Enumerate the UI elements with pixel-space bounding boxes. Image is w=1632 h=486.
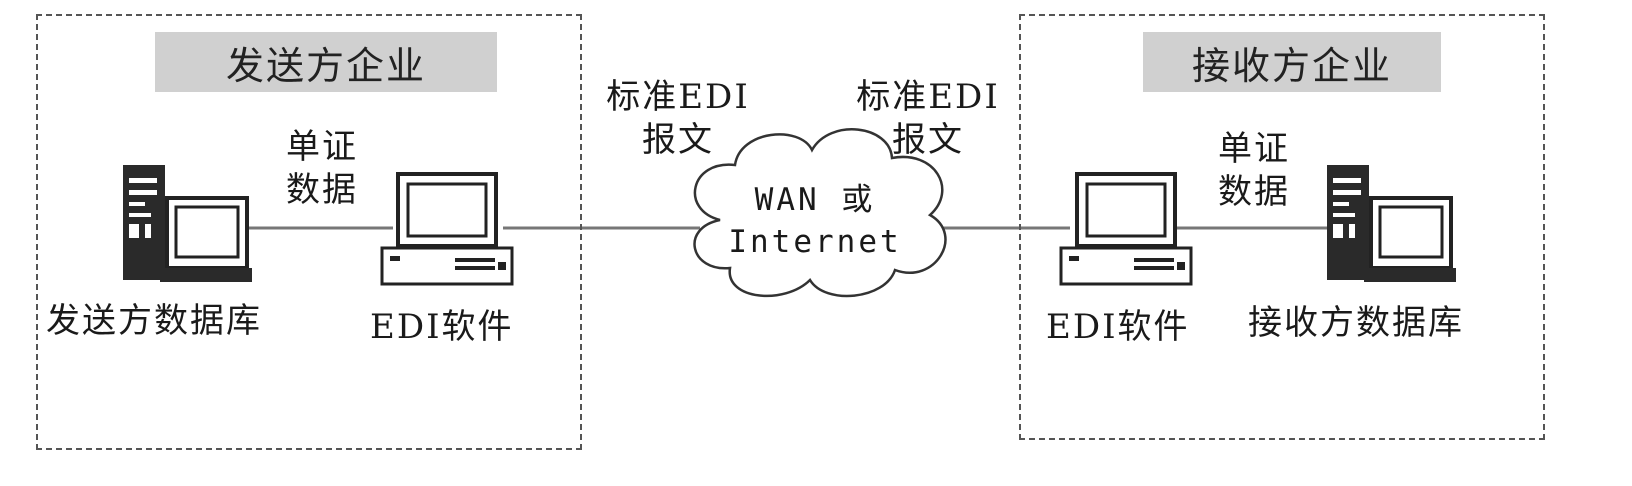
left-standard-edi-message-label: 标准EDI 报文	[588, 76, 768, 161]
receiver-database-label: 接收方数据库	[1248, 303, 1464, 343]
cloud-label-line2: Internet	[728, 223, 902, 260]
sender-database-computer-icon	[123, 165, 252, 282]
receiver-document-data-line1: 单证	[1218, 129, 1290, 169]
sender-document-data-line1: 单证	[286, 127, 358, 167]
receiver-edi-software-computer-icon	[1059, 172, 1193, 286]
receiver-document-data-line2: 数据	[1218, 171, 1290, 212]
sender-edi-software-label: EDI软件	[370, 307, 514, 347]
network-cloud-label: WAN 或 Internet	[700, 180, 930, 264]
receiver-database-computer-icon	[1327, 165, 1456, 282]
network-cloud-icon	[693, 128, 947, 298]
right-message-line1: 标准EDI	[856, 77, 1000, 117]
sender-enterprise-zone	[36, 14, 582, 450]
cloud-label-line1: WAN 或	[754, 182, 876, 218]
receiver-enterprise-title: 接收方企业	[1143, 32, 1441, 92]
receiver-document-data-label: 单证 数据	[1200, 128, 1308, 213]
sender-database-label: 发送方数据库	[46, 301, 262, 341]
sender-edi-software-computer-icon	[380, 172, 514, 286]
right-standard-edi-message-label: 标准EDI 报文	[838, 76, 1018, 161]
right-message-line2: 报文	[892, 119, 964, 160]
left-message-line2: 报文	[642, 119, 714, 160]
sender-document-data-label: 单证 数据	[268, 126, 376, 211]
sender-enterprise-title: 发送方企业	[155, 32, 497, 92]
receiver-edi-software-label: EDI软件	[1046, 307, 1190, 347]
left-message-line1: 标准EDI	[606, 77, 750, 117]
sender-document-data-line2: 数据	[286, 169, 358, 210]
receiver-enterprise-zone	[1019, 14, 1545, 440]
